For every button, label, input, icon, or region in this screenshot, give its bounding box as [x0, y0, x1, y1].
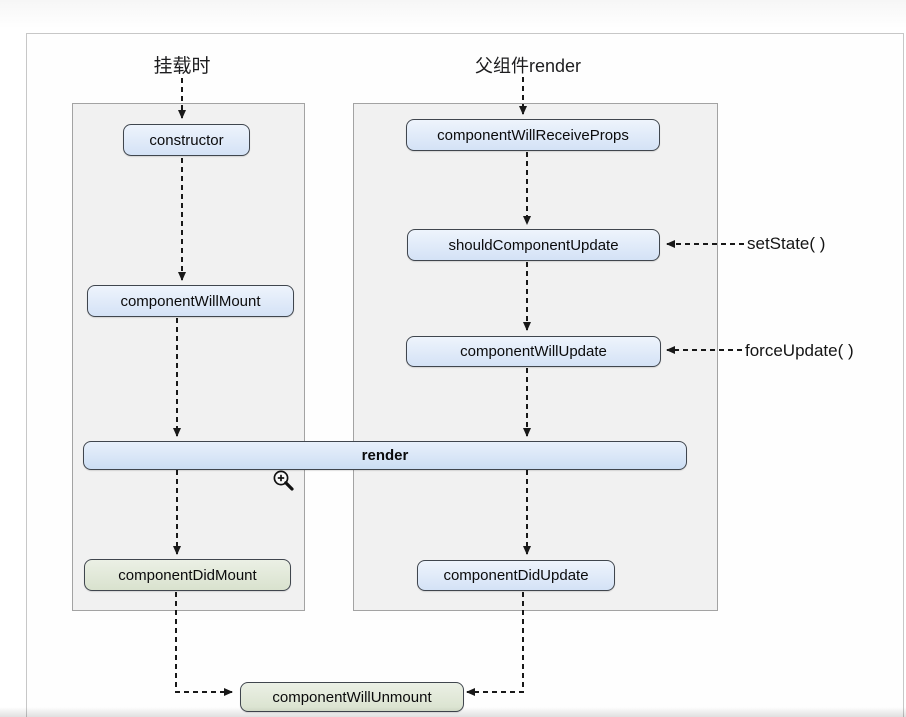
mount-column-header: 挂载时	[153, 56, 211, 77]
node-should-component-update: shouldComponentUpdate	[407, 229, 660, 261]
node-render: render	[83, 441, 687, 470]
node-should-component-update-label: shouldComponentUpdate	[448, 236, 619, 254]
node-component-will-mount-label: componentWillMount	[120, 292, 261, 310]
node-component-will-unmount: componentWillUnmount	[240, 682, 464, 712]
node-constructor-label: constructor	[149, 131, 224, 149]
bottom-shadow	[0, 707, 906, 717]
node-component-did-mount: componentDidMount	[84, 559, 291, 591]
node-component-will-receive-props-label: componentWillReceiveProps	[437, 126, 629, 144]
mount-phase-panel	[72, 103, 305, 611]
node-component-did-mount-label: componentDidMount	[118, 566, 257, 584]
node-constructor: constructor	[123, 124, 250, 156]
parent-render-header: 父组件render	[474, 56, 582, 76]
node-component-will-mount: componentWillMount	[87, 285, 294, 317]
node-component-did-update-label: componentDidUpdate	[443, 567, 589, 584]
node-render-label: render	[361, 447, 409, 464]
force-update-label: forceUpdate( )	[745, 341, 854, 360]
set-state-label: setState( )	[747, 234, 826, 253]
node-component-will-receive-props: componentWillReceiveProps	[406, 119, 660, 151]
zoom-in-cursor-icon	[273, 470, 294, 491]
node-component-will-update-label: componentWillUpdate	[460, 343, 607, 360]
node-component-will-unmount-label: componentWillUnmount	[272, 688, 432, 706]
node-component-did-update: componentDidUpdate	[417, 560, 615, 591]
node-component-will-update: componentWillUpdate	[406, 336, 661, 367]
